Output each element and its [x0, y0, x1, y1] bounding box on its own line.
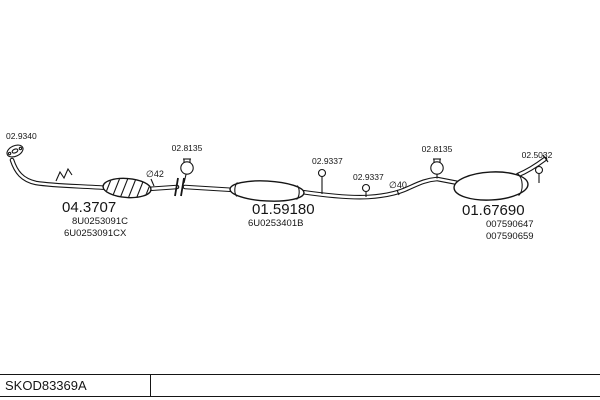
tailpipe [515, 154, 549, 178]
mid-hanger-1-icon [317, 168, 327, 194]
callout-mid-hanger-2: 02.9337 [353, 172, 384, 182]
dim-front-pipe: ∅42 [146, 169, 164, 179]
front-diameter-leader [150, 178, 155, 187]
callout-rear-hanger: 02.5032 [522, 150, 553, 160]
part-ref-rear-silencer-2: 007590659 [486, 231, 534, 242]
part-number-mid-silencer: 01.59180 [252, 201, 315, 218]
flange-joint [174, 177, 185, 197]
mid-silencer [229, 180, 305, 202]
mid-hanger-2-icon [361, 183, 371, 197]
rear-silencer [453, 171, 529, 201]
part-ref-catalyst-2: 6U0253091CX [64, 228, 127, 239]
rear-pipe [299, 176, 461, 200]
dim-rear-pipe: ∅40 [389, 180, 407, 190]
part-ref-mid-silencer-1: 6U0253401B [248, 218, 303, 229]
rear-clamp-icon [430, 158, 444, 179]
part-number-catalyst: 04.3707 [62, 199, 116, 216]
rear-diameter-leader [396, 189, 400, 196]
callout-front-clamp: 02.8135 [172, 143, 203, 153]
callout-mid-hanger-1: 02.9337 [312, 156, 343, 166]
front-clamp-icon [180, 158, 194, 184]
intermediate-pipe [145, 184, 237, 193]
part-number-rear-silencer: 01.67690 [462, 202, 525, 219]
flex-section-mark [55, 167, 73, 182]
callout-front-flange: 02.9340 [6, 131, 37, 141]
rear-hanger-icon [534, 165, 544, 183]
catalytic-converter [102, 177, 152, 199]
front-downpipe [9, 157, 111, 191]
part-ref-catalyst-1: 8U0253091C [72, 216, 128, 227]
title-block: SKOD83369A [0, 374, 600, 397]
callout-rear-clamp: 02.8135 [422, 144, 453, 154]
front-flange-icon [6, 144, 24, 158]
drawing-code: SKOD83369A [5, 378, 87, 393]
part-ref-rear-silencer-1: 007590647 [486, 219, 534, 230]
